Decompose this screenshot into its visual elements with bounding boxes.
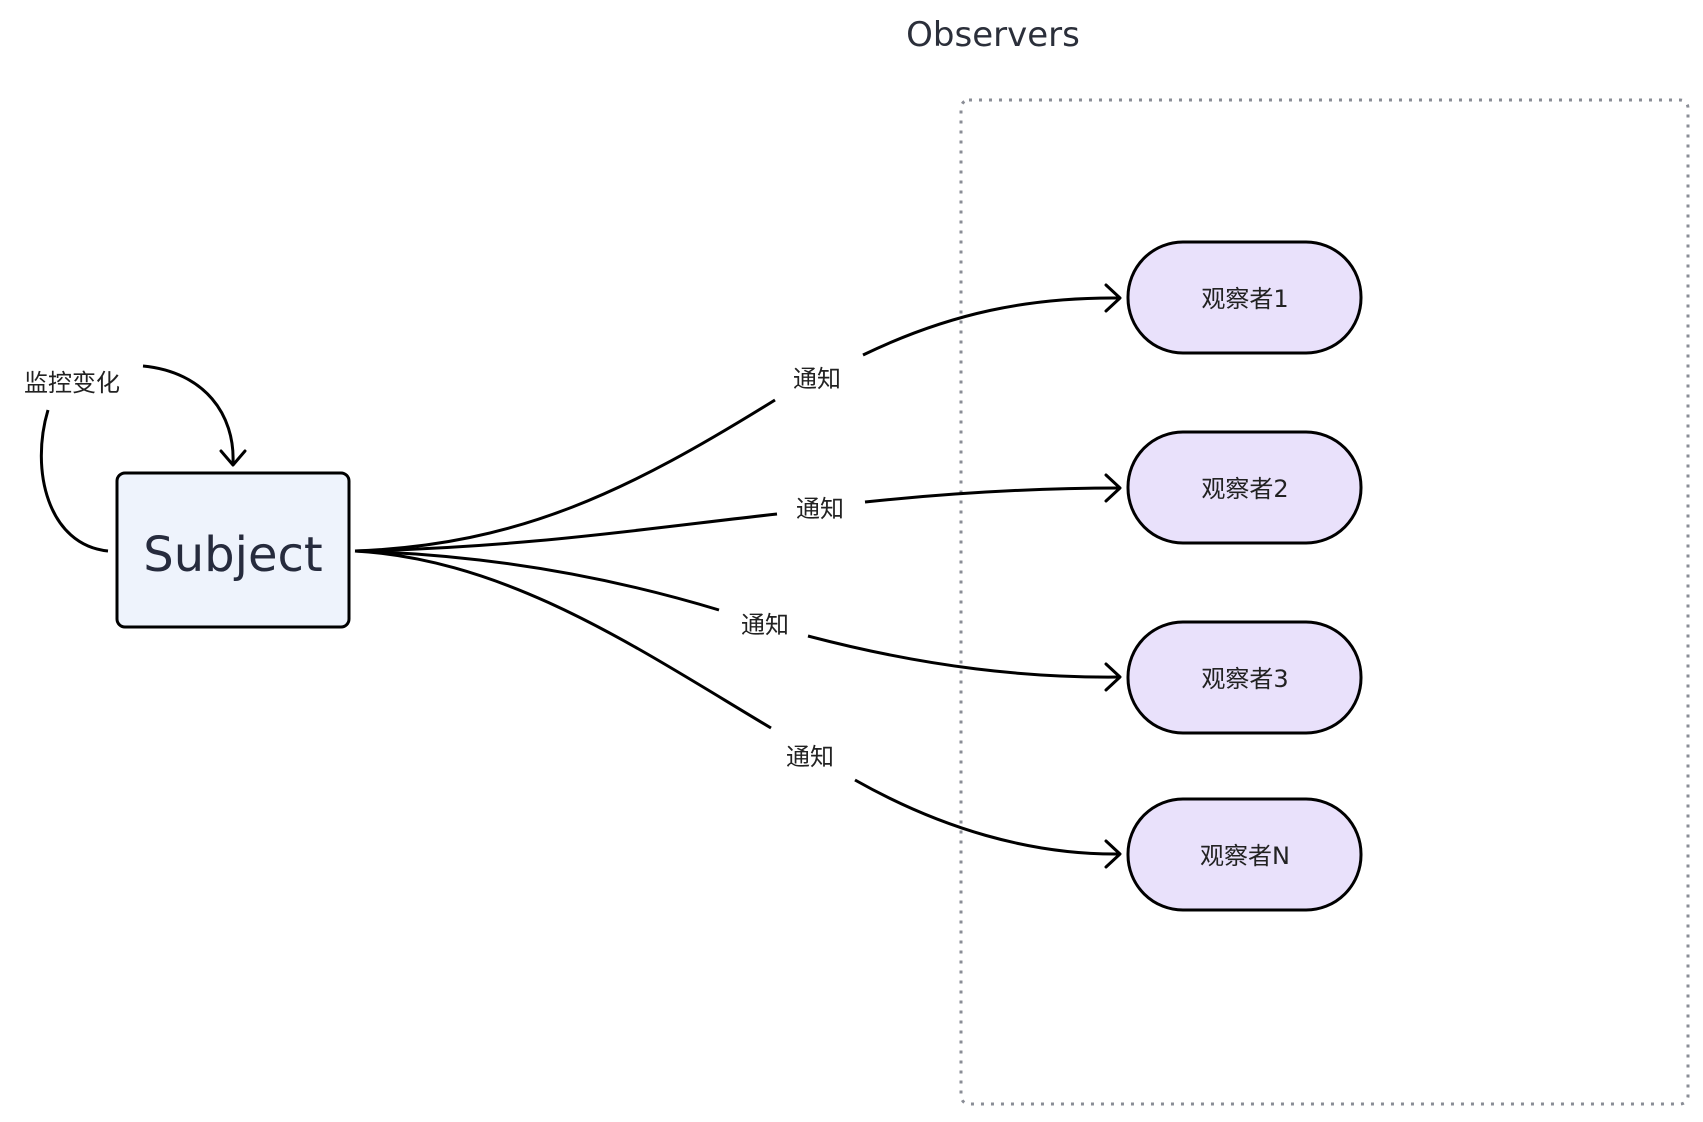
observer-node-1[interactable] <box>1126 240 1363 355</box>
observer-label-3: 观察者3 <box>1201 665 1288 693</box>
edge-subject-observer-1-tail <box>862 296 1121 357</box>
edge-2-arrowhead <box>1104 473 1122 503</box>
subject-node[interactable] <box>115 471 351 629</box>
edge-n-arrowhead <box>1104 839 1122 869</box>
edge-label-2: 通知 <box>796 495 844 523</box>
edge-subject-observer-n <box>354 549 772 730</box>
edge-1-arrowhead <box>1104 283 1122 313</box>
observer-node-2[interactable] <box>1126 430 1363 545</box>
observers-group-title: Observers <box>906 15 1080 55</box>
self-loop-edge-upper <box>142 364 235 464</box>
edge-subject-observer-n-tail <box>854 778 1121 856</box>
edge-label-4: 通知 <box>786 743 834 771</box>
observer-label-n: 观察者N <box>1200 842 1290 870</box>
edge-subject-observer-3 <box>354 549 720 612</box>
observer-node-n[interactable] <box>1126 797 1363 912</box>
edge-label-3: 通知 <box>741 611 789 639</box>
self-loop-arrowhead <box>219 449 247 467</box>
subject-label: Subject <box>143 527 322 583</box>
observers-group-border <box>959 98 1690 1106</box>
self-loop-label: 监控变化 <box>24 369 120 397</box>
edge-3-arrowhead <box>1104 662 1122 692</box>
edge-subject-observer-2 <box>354 512 778 553</box>
observer-label-1: 观察者1 <box>1201 285 1288 313</box>
edge-subject-observer-2-tail <box>864 486 1121 504</box>
observer-label-2: 观察者2 <box>1201 475 1288 503</box>
edge-subject-observer-3-tail <box>807 634 1121 679</box>
observer-node-3[interactable] <box>1126 620 1363 735</box>
edge-label-1: 通知 <box>793 365 841 393</box>
self-loop-edge-lower <box>39 409 109 553</box>
edge-subject-observer-1 <box>354 398 776 553</box>
